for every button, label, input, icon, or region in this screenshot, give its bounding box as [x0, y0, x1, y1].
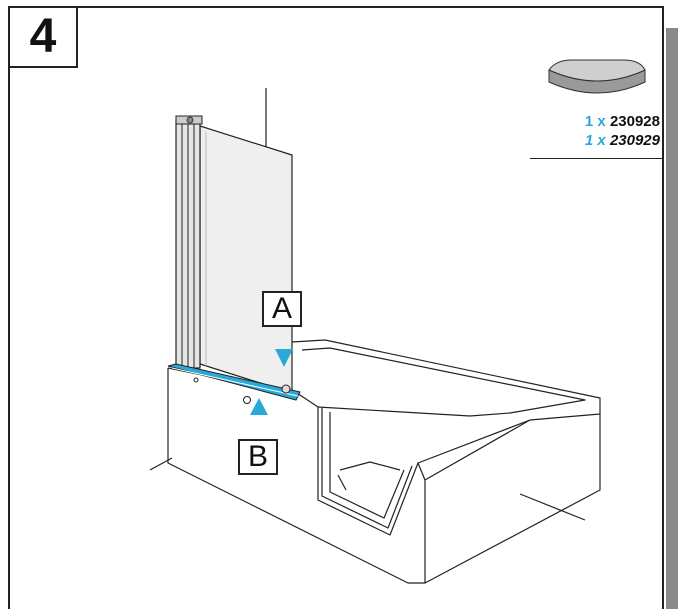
- tub-front-top: [167, 367, 426, 536]
- step-inner: [321, 408, 413, 529]
- tub-rim-inner: [301, 347, 586, 417]
- label-a: A: [271, 292, 292, 325]
- shower-screen: [175, 115, 293, 394]
- part-qty: 1 x: [584, 132, 606, 149]
- part-thumbnail: [548, 59, 646, 94]
- parts-divider: [530, 158, 664, 159]
- label-b: B: [247, 440, 268, 473]
- tub-front-bottom: [167, 368, 425, 584]
- step-number-box: 4: [8, 6, 78, 68]
- side-bar: [666, 28, 678, 609]
- part-row: 1 x 230928: [520, 112, 660, 131]
- tub-top-edge: [417, 419, 531, 464]
- part-row: 1 x 230929: [520, 131, 660, 150]
- parts-list: 1 x 230928 1 x 230929: [520, 112, 660, 150]
- tub-floor-line: [337, 474, 347, 491]
- arrow-a: [275, 349, 293, 367]
- tub-drain-edge: [339, 461, 401, 471]
- arrow-b: [250, 398, 268, 415]
- part-code: 230928: [609, 113, 660, 130]
- label-a-box: A: [262, 291, 302, 327]
- step-number: 4: [29, 10, 57, 63]
- label-b-box: B: [238, 439, 278, 475]
- step-inner-2: [329, 412, 405, 519]
- floor-line-right: [519, 493, 586, 521]
- part-qty: 1 x: [584, 113, 606, 130]
- tub-right-face: [424, 414, 601, 584]
- seal-strip: [167, 363, 301, 404]
- tub-inner-floor: [317, 406, 471, 417]
- tub-rim-outer: [291, 339, 601, 421]
- part-code: 230929: [609, 132, 660, 149]
